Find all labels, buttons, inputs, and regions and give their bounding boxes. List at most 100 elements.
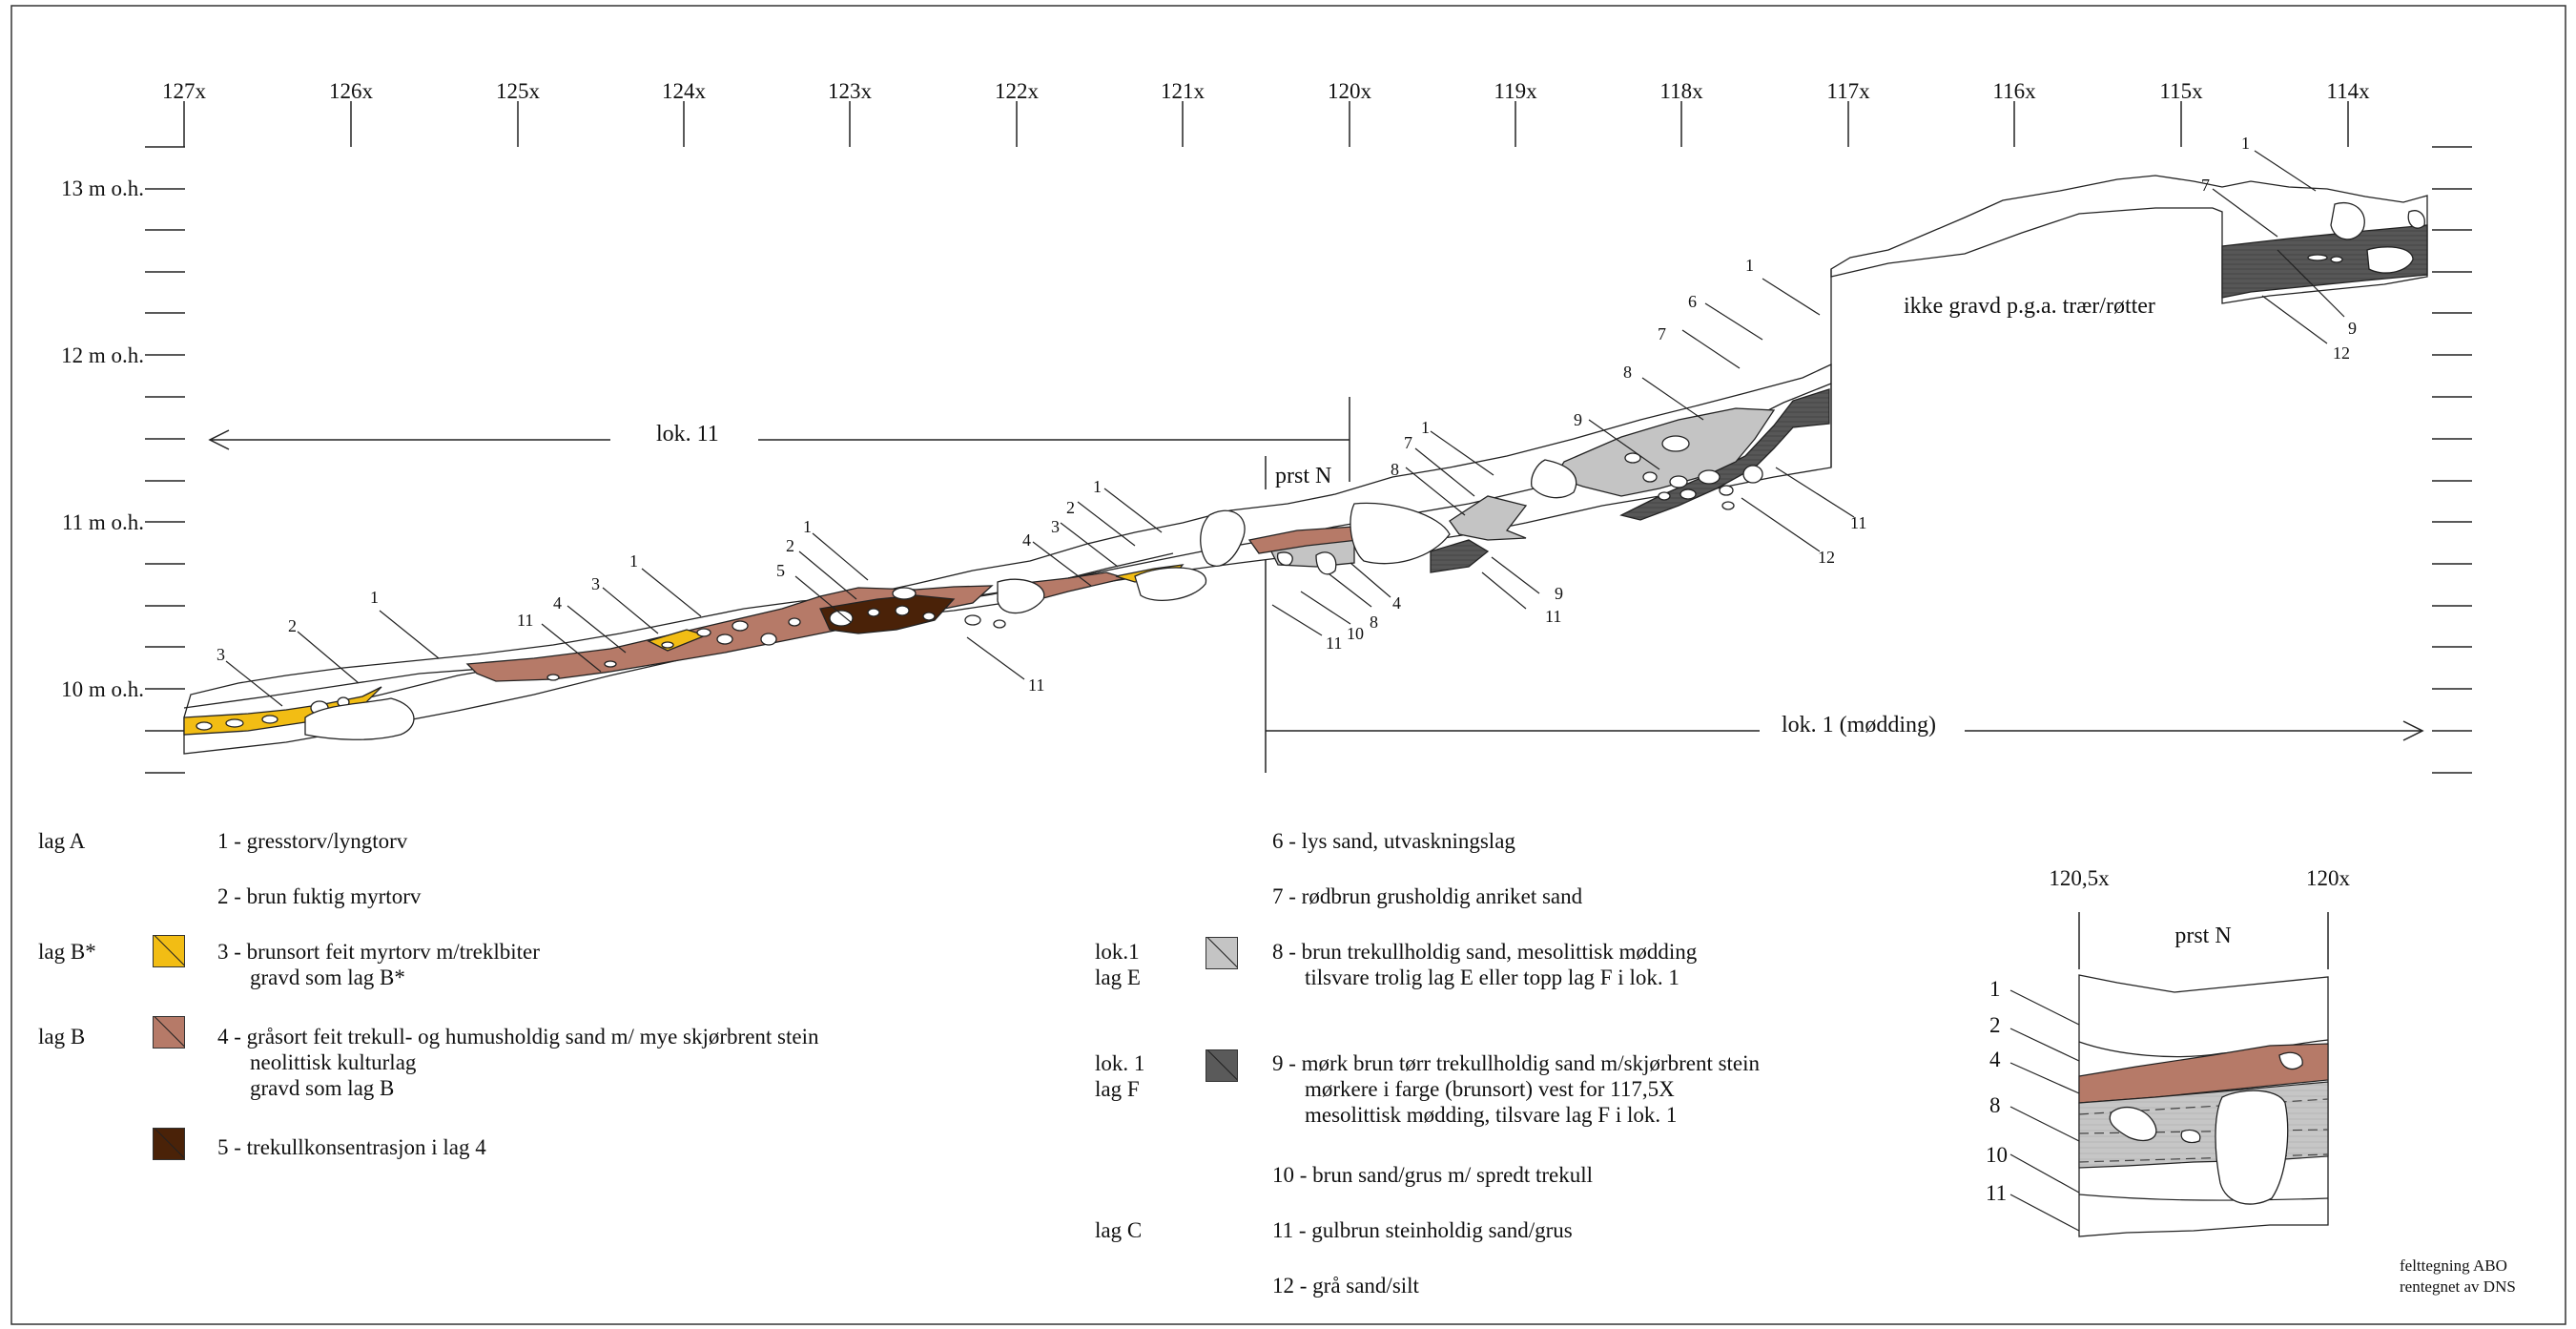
layer-label: 11 bbox=[1850, 513, 1866, 532]
layer-label: 1 bbox=[2241, 134, 2250, 153]
grid-label-115x: 115x bbox=[2159, 79, 2203, 103]
legend-item-5: 5 - trekullkonsentrasjon i lag 4 bbox=[217, 1135, 486, 1159]
elevation-scale-right bbox=[2432, 146, 2472, 774]
layer-label: 2 bbox=[1066, 498, 1075, 517]
lok11-extent-arrow bbox=[208, 397, 1350, 482]
layer-label: 8 bbox=[1391, 460, 1399, 479]
inset-right-label: 120x bbox=[2306, 866, 2351, 890]
legend-swatch-4 bbox=[153, 1016, 185, 1049]
legend-item-9: 9 - mørk brun tørr trekullholdig sand m/… bbox=[1272, 1051, 1761, 1075]
legend-item-3: 3 - brunsort feit myrtorv m/treklbiter bbox=[217, 940, 540, 964]
legend-item-9-note-2: mesolittisk mødding, tilsvare lag F i lo… bbox=[1305, 1103, 1678, 1127]
layer-label: 1 bbox=[629, 551, 638, 571]
inset-section: 120,5x 120x prst N 1 2 4 8 bbox=[1986, 866, 2351, 1237]
layer-label: 9 bbox=[1555, 584, 1563, 603]
inset-left-label: 120,5x bbox=[2049, 866, 2110, 890]
layer-label: 11 bbox=[1326, 633, 1342, 653]
grid-label-119x: 119x bbox=[1494, 79, 1537, 103]
legend-item-8: 8 - brun trekullholdig sand, mesolittisk… bbox=[1272, 940, 1698, 964]
elevation-scale-left bbox=[145, 146, 185, 774]
elevation-label-12m: 12 m o.h. bbox=[61, 343, 144, 367]
grid-label-118x: 118x bbox=[1659, 79, 1703, 103]
layer-label: 1 bbox=[1745, 256, 1754, 275]
legend-item-2: 2 - brun fuktig myrtorv bbox=[217, 884, 422, 908]
legend-item-11: 11 - gulbrun steinholdig sand/grus bbox=[1272, 1218, 1573, 1242]
legend-group-lok1-f-lag: lag F bbox=[1095, 1077, 1140, 1101]
grid-label-121x: 121x bbox=[1161, 79, 1206, 103]
layer-label: 5 bbox=[776, 561, 785, 580]
grid-ticks bbox=[183, 101, 2349, 147]
layer-leaders bbox=[225, 150, 2345, 707]
legend-group-lok1-f: lok. 1 bbox=[1095, 1051, 1145, 1075]
legend-item-3-note: gravd som lag B* bbox=[250, 966, 405, 989]
layer-label: 9 bbox=[2348, 319, 2357, 338]
inset-layer-label: 8 bbox=[1989, 1093, 2001, 1117]
layer-8 bbox=[1554, 407, 1776, 497]
legend-swatch-9 bbox=[1206, 1049, 1238, 1082]
frame bbox=[10, 5, 2566, 1325]
legend-item-4-note-1: neolittisk kulturlag bbox=[250, 1050, 417, 1074]
lok1-label: lok. 1 (mødding) bbox=[1782, 713, 1936, 737]
layer-label: 7 bbox=[1404, 433, 1412, 452]
layer-label: 3 bbox=[591, 574, 600, 593]
legend-item-7: 7 - rødbrun grusholdig anriket sand bbox=[1272, 884, 1583, 908]
inset-layer-label: 11 bbox=[1986, 1181, 2007, 1205]
layer-label: 7 bbox=[2201, 176, 2210, 195]
legend-item-4: 4 - gråsort feit trekull- og humusholdig… bbox=[217, 1025, 819, 1049]
lok1-extent-arrow bbox=[1266, 720, 2424, 741]
grid-label-114x: 114x bbox=[2326, 79, 2370, 103]
layer-label: 1 bbox=[1421, 418, 1430, 437]
legend-group-lag-a: lag A bbox=[38, 829, 86, 853]
layer-label: 6 bbox=[1688, 292, 1697, 311]
layer-label: 12 bbox=[2333, 343, 2350, 363]
profile bbox=[183, 175, 2428, 755]
layer-label: 2 bbox=[786, 536, 794, 555]
legend-swatch-8 bbox=[1206, 937, 1238, 969]
grid-label-125x: 125x bbox=[496, 79, 541, 103]
layer-label: 3 bbox=[1051, 517, 1060, 536]
legend-item-8-note: tilsvare trolig lag E eller topp lag F i… bbox=[1305, 966, 1680, 989]
inset-layer-label: 2 bbox=[1989, 1013, 2001, 1037]
not-excavated-note: ikke gravd p.g.a. trær/røtter bbox=[1904, 294, 2155, 319]
elevation-label-11m: 11 m o.h. bbox=[62, 510, 144, 534]
legend-group-lok1-e: lok.1 bbox=[1095, 940, 1140, 964]
elevation-label-10m: 10 m o.h. bbox=[61, 677, 144, 701]
layer-label: 4 bbox=[553, 593, 562, 613]
layer-label: 4 bbox=[1022, 530, 1031, 550]
layer-label: 10 bbox=[1347, 624, 1364, 643]
layer-label: 1 bbox=[1093, 477, 1102, 496]
grid-label-127x: 127x bbox=[162, 79, 207, 103]
legend-group-lok1-e-lag: lag E bbox=[1095, 966, 1141, 989]
grid-label-120x: 120x bbox=[1328, 79, 1372, 103]
layer-label: 1 bbox=[370, 588, 379, 607]
layer-label: 7 bbox=[1658, 324, 1666, 343]
layer-label: 8 bbox=[1370, 613, 1378, 632]
legend-swatch-5 bbox=[153, 1128, 185, 1160]
lok11-label: lok. 11 bbox=[656, 422, 719, 446]
legend-group-lag-b: lag B bbox=[38, 1025, 86, 1049]
layer-label: 12 bbox=[1818, 548, 1835, 567]
layer-label: 11 bbox=[1545, 607, 1561, 626]
legend-item-4-note-2: gravd som lag B bbox=[250, 1076, 395, 1100]
grid-label-126x: 126x bbox=[329, 79, 374, 103]
grid-label-124x: 124x bbox=[662, 79, 707, 103]
grid-label-122x: 122x bbox=[995, 79, 1040, 103]
grid-label-116x: 116x bbox=[1992, 79, 2036, 103]
layer-label: 1 bbox=[803, 517, 812, 536]
credit-redrawn: rentegnet av DNS bbox=[2400, 1277, 2516, 1296]
legend-item-10: 10 - brun sand/grus m/ spredt trekull bbox=[1272, 1163, 1594, 1187]
inset-layer-label: 4 bbox=[1989, 1048, 2001, 1071]
legend-item-1: 1 - gresstorv/lyngtorv bbox=[217, 829, 408, 853]
layer-9-east bbox=[2221, 224, 2428, 299]
inset-layer-label: 10 bbox=[1986, 1143, 2008, 1167]
layer-label: 11 bbox=[517, 611, 533, 630]
legend-group-lag-b-star: lag B* bbox=[38, 940, 96, 964]
legend-item-6: 6 - lys sand, utvaskningslag bbox=[1272, 829, 1515, 853]
layer-label: 8 bbox=[1623, 363, 1632, 382]
layer-label: 9 bbox=[1574, 410, 1582, 429]
grid-label-117x: 117x bbox=[1826, 79, 1870, 103]
legend-item-12: 12 - grå sand/silt bbox=[1272, 1274, 1419, 1298]
credit-field-drawing: felttegning ABO bbox=[2400, 1256, 2507, 1275]
